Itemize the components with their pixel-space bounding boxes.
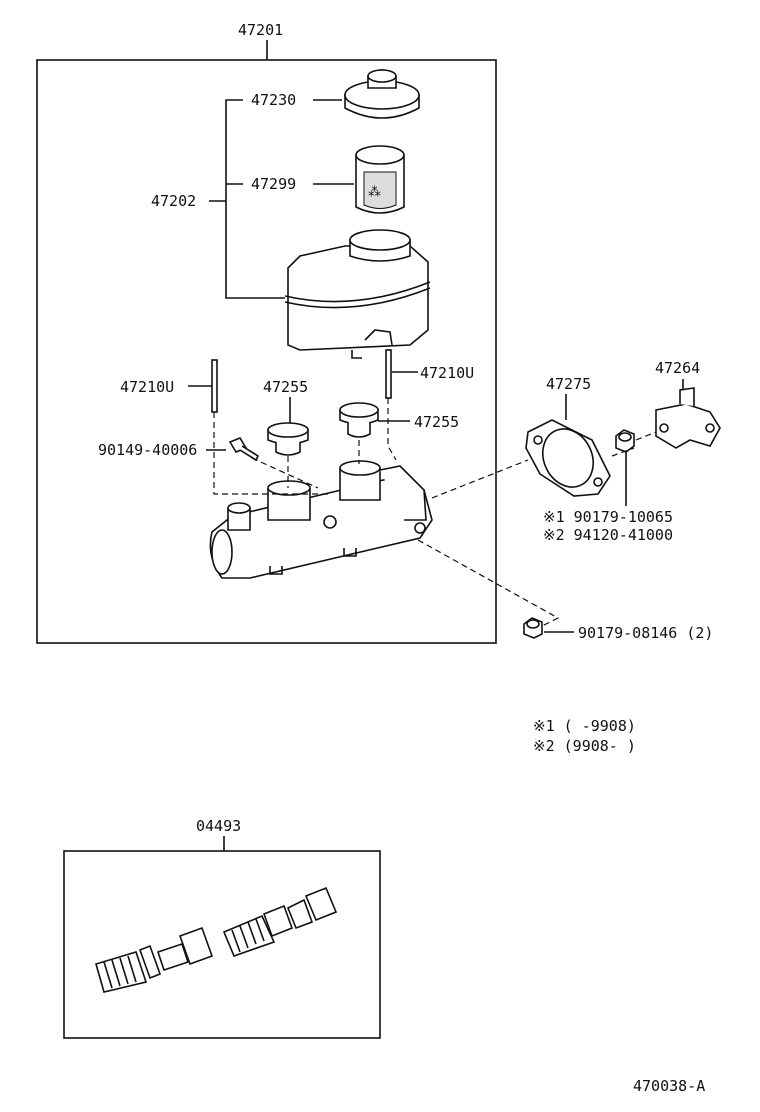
- bracket: [655, 387, 721, 449]
- kit-frame: [63, 850, 381, 1039]
- strainer-label[interactable]: 47299: [251, 175, 296, 193]
- bolt: [228, 437, 260, 462]
- svg-text:⁂: ⁂: [368, 185, 381, 200]
- pin-left: [211, 359, 218, 413]
- nut-1-label[interactable]: ※1 90179-10065: [543, 508, 673, 526]
- grommet-left: [267, 422, 309, 456]
- kit-label[interactable]: 04493: [196, 817, 241, 835]
- bolt-label[interactable]: 90149-40006: [98, 441, 197, 459]
- note-2: ※2 (9908- ): [533, 737, 636, 755]
- gasket: [525, 419, 611, 497]
- nut-3-label[interactable]: 90179-08146 (2): [578, 624, 713, 642]
- assembly-label[interactable]: 47201: [238, 21, 283, 39]
- dash-nut: [611, 447, 635, 457]
- bracket-label[interactable]: 47264: [655, 359, 700, 377]
- reservoir-tank: [284, 229, 431, 359]
- reservoir-bracket: [225, 99, 285, 299]
- piston-spring-right: [222, 886, 338, 958]
- nut-2-label[interactable]: ※2 94120-41000: [543, 526, 673, 544]
- grommet-right: [339, 402, 379, 438]
- dash-bolt: [251, 457, 319, 489]
- grommet-left-label[interactable]: 47255: [263, 378, 308, 396]
- diagram-code: 470038-A: [633, 1077, 705, 1095]
- reservoir-set-label[interactable]: 47202: [151, 192, 196, 210]
- note-1: ※1 ( -9908): [533, 717, 636, 735]
- dash-pin-left: [213, 412, 330, 495]
- dash-bracket: [635, 431, 657, 441]
- strainer: ⁂: [355, 145, 405, 214]
- grommet-right-label[interactable]: 47255: [414, 413, 459, 431]
- reservoir-cap: [344, 69, 420, 119]
- master-cylinder: [209, 460, 433, 579]
- dash-nut-lower: [417, 539, 560, 629]
- nut-lower: [523, 617, 543, 639]
- pin-left-label[interactable]: 47210U: [120, 378, 174, 396]
- pin-right-label[interactable]: 47210U: [420, 364, 474, 382]
- gasket-label[interactable]: 47275: [546, 375, 591, 393]
- dash-gasket: [431, 459, 529, 499]
- cap-label[interactable]: 47230: [251, 91, 296, 109]
- piston-spring-left: [95, 926, 214, 993]
- dash-pin-right: [387, 398, 397, 461]
- nut-upper: [615, 429, 635, 453]
- pin-right: [385, 349, 392, 399]
